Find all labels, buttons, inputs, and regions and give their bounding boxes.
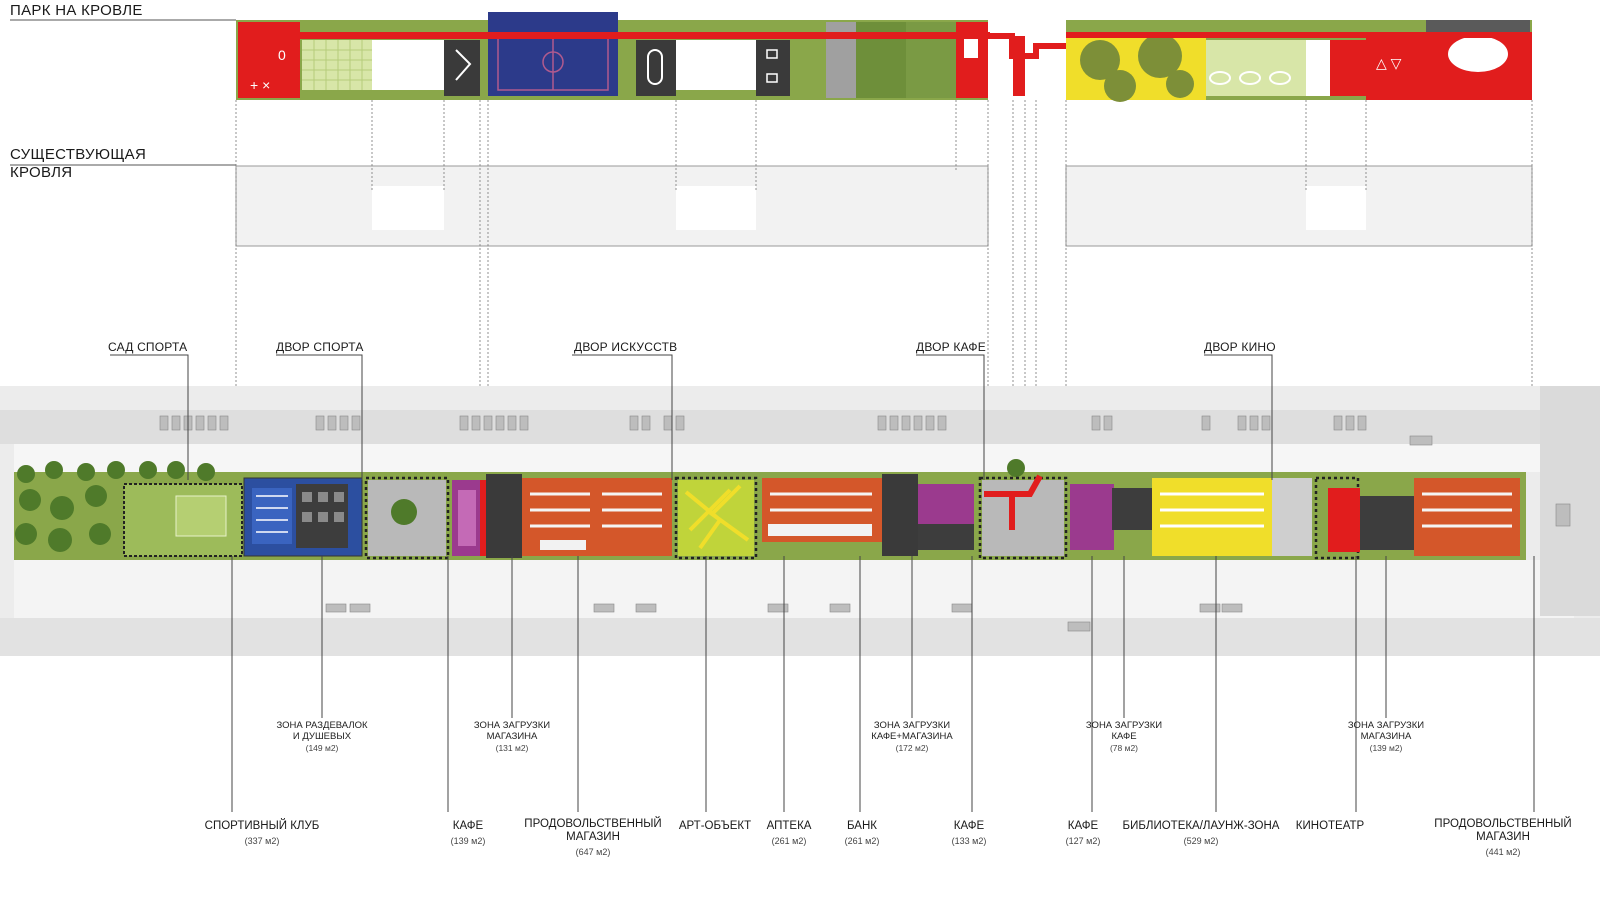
existing-roof-label-line1: СУЩЕСТВУЮЩАЯ bbox=[10, 146, 147, 163]
function-cinema: КИНОТЕАТР bbox=[1295, 820, 1365, 832]
function-cafe-2: КАФЕ(133 м2) bbox=[951, 820, 987, 846]
function-pharmacy: АПТЕКА(261 м2) bbox=[766, 820, 812, 846]
court-label-arts-yard: ДВОР ИСКУССТВ bbox=[574, 340, 678, 354]
projection-lines bbox=[235, 100, 1533, 478]
leader-lines bbox=[110, 354, 1535, 812]
function-library-lounge: БИБЛИОТЕКА/ЛАУНЖ-ЗОНА(529 м2) bbox=[1122, 820, 1280, 846]
roof-park-strip: + × 0 bbox=[236, 12, 1532, 102]
court-label-cinema-yard: ДВОР КИНО bbox=[1204, 340, 1276, 354]
court-label-cafe-yard: ДВОР КАФЕ bbox=[916, 340, 986, 354]
existing-roof-strip bbox=[10, 19, 1533, 247]
function-art-object: АРТ-ОБЪЕКТ bbox=[678, 820, 752, 832]
street-plan bbox=[0, 386, 1600, 656]
svg-text:+ ×: + × bbox=[250, 77, 270, 93]
function-sport-club: СПОРТИВНЫЙ КЛУБ(337 м2) bbox=[204, 820, 320, 846]
function-cafe-3: КАФЕ(127 м2) bbox=[1065, 820, 1101, 846]
roof-park-label: ПАРК НА КРОВЛЕ bbox=[10, 2, 143, 19]
function-cafe-1: КАФЕ(139 м2) bbox=[450, 820, 486, 846]
svg-text:△ ▽: △ ▽ bbox=[1376, 55, 1402, 71]
court-label-sport-yard: ДВОР СПОРТА bbox=[276, 340, 364, 354]
existing-roof-label-line2: КРОВЛЯ bbox=[10, 164, 73, 181]
function-bank: БАНК(261 м2) bbox=[844, 820, 880, 846]
svg-text:0: 0 bbox=[278, 47, 286, 63]
court-label-sport-garden: САД СПОРТА bbox=[108, 340, 188, 354]
